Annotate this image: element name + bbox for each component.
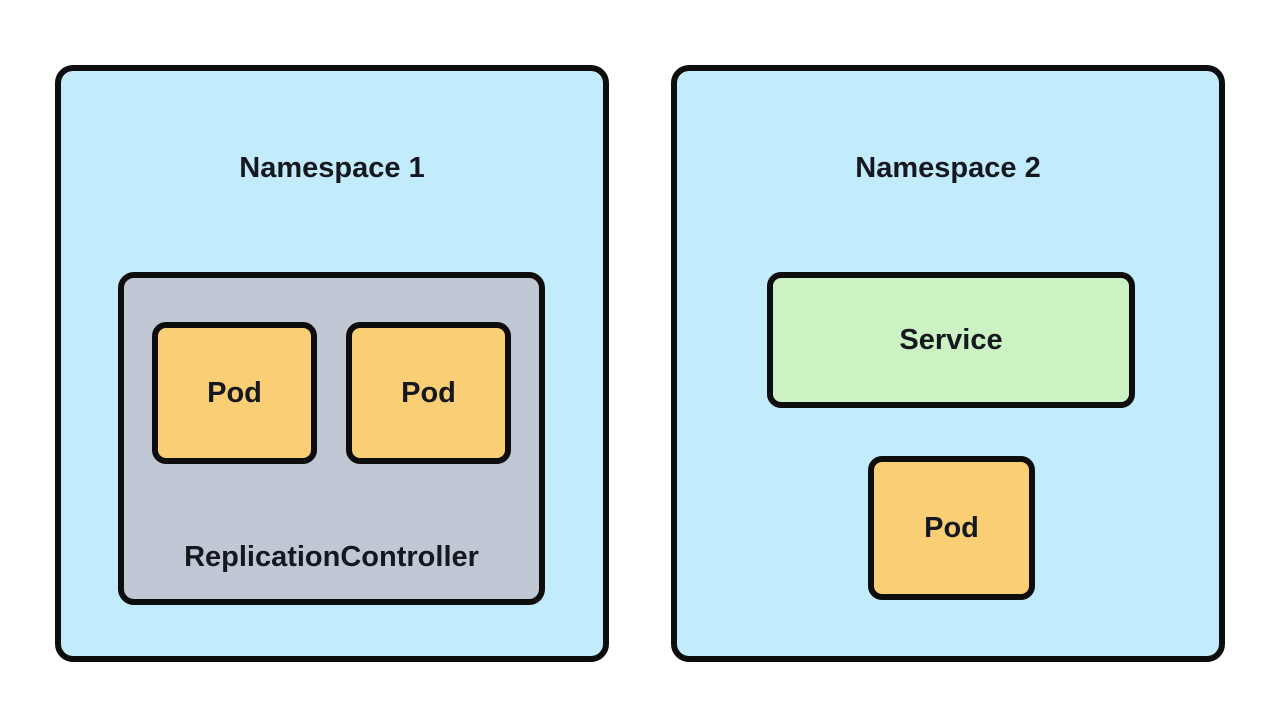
namespace-2-container: Namespace 2 Service Pod — [671, 65, 1225, 662]
pod-label: Pod — [207, 377, 262, 409]
pod-box: Pod — [346, 322, 511, 464]
pod-box: Pod — [868, 456, 1035, 600]
namespace-1-title: Namespace 1 — [239, 152, 425, 184]
namespace-1-container: Namespace 1 Pod Pod ReplicationControlle… — [55, 65, 609, 662]
service-box: Service — [767, 272, 1135, 408]
namespace-2-title: Namespace 2 — [855, 152, 1041, 184]
replication-controller-box: Pod Pod ReplicationController — [118, 272, 545, 605]
service-label: Service — [899, 324, 1003, 356]
replication-controller-label: ReplicationController — [184, 541, 479, 573]
pod-box: Pod — [152, 322, 317, 464]
pod-label: Pod — [401, 377, 456, 409]
pod-label: Pod — [924, 512, 979, 544]
